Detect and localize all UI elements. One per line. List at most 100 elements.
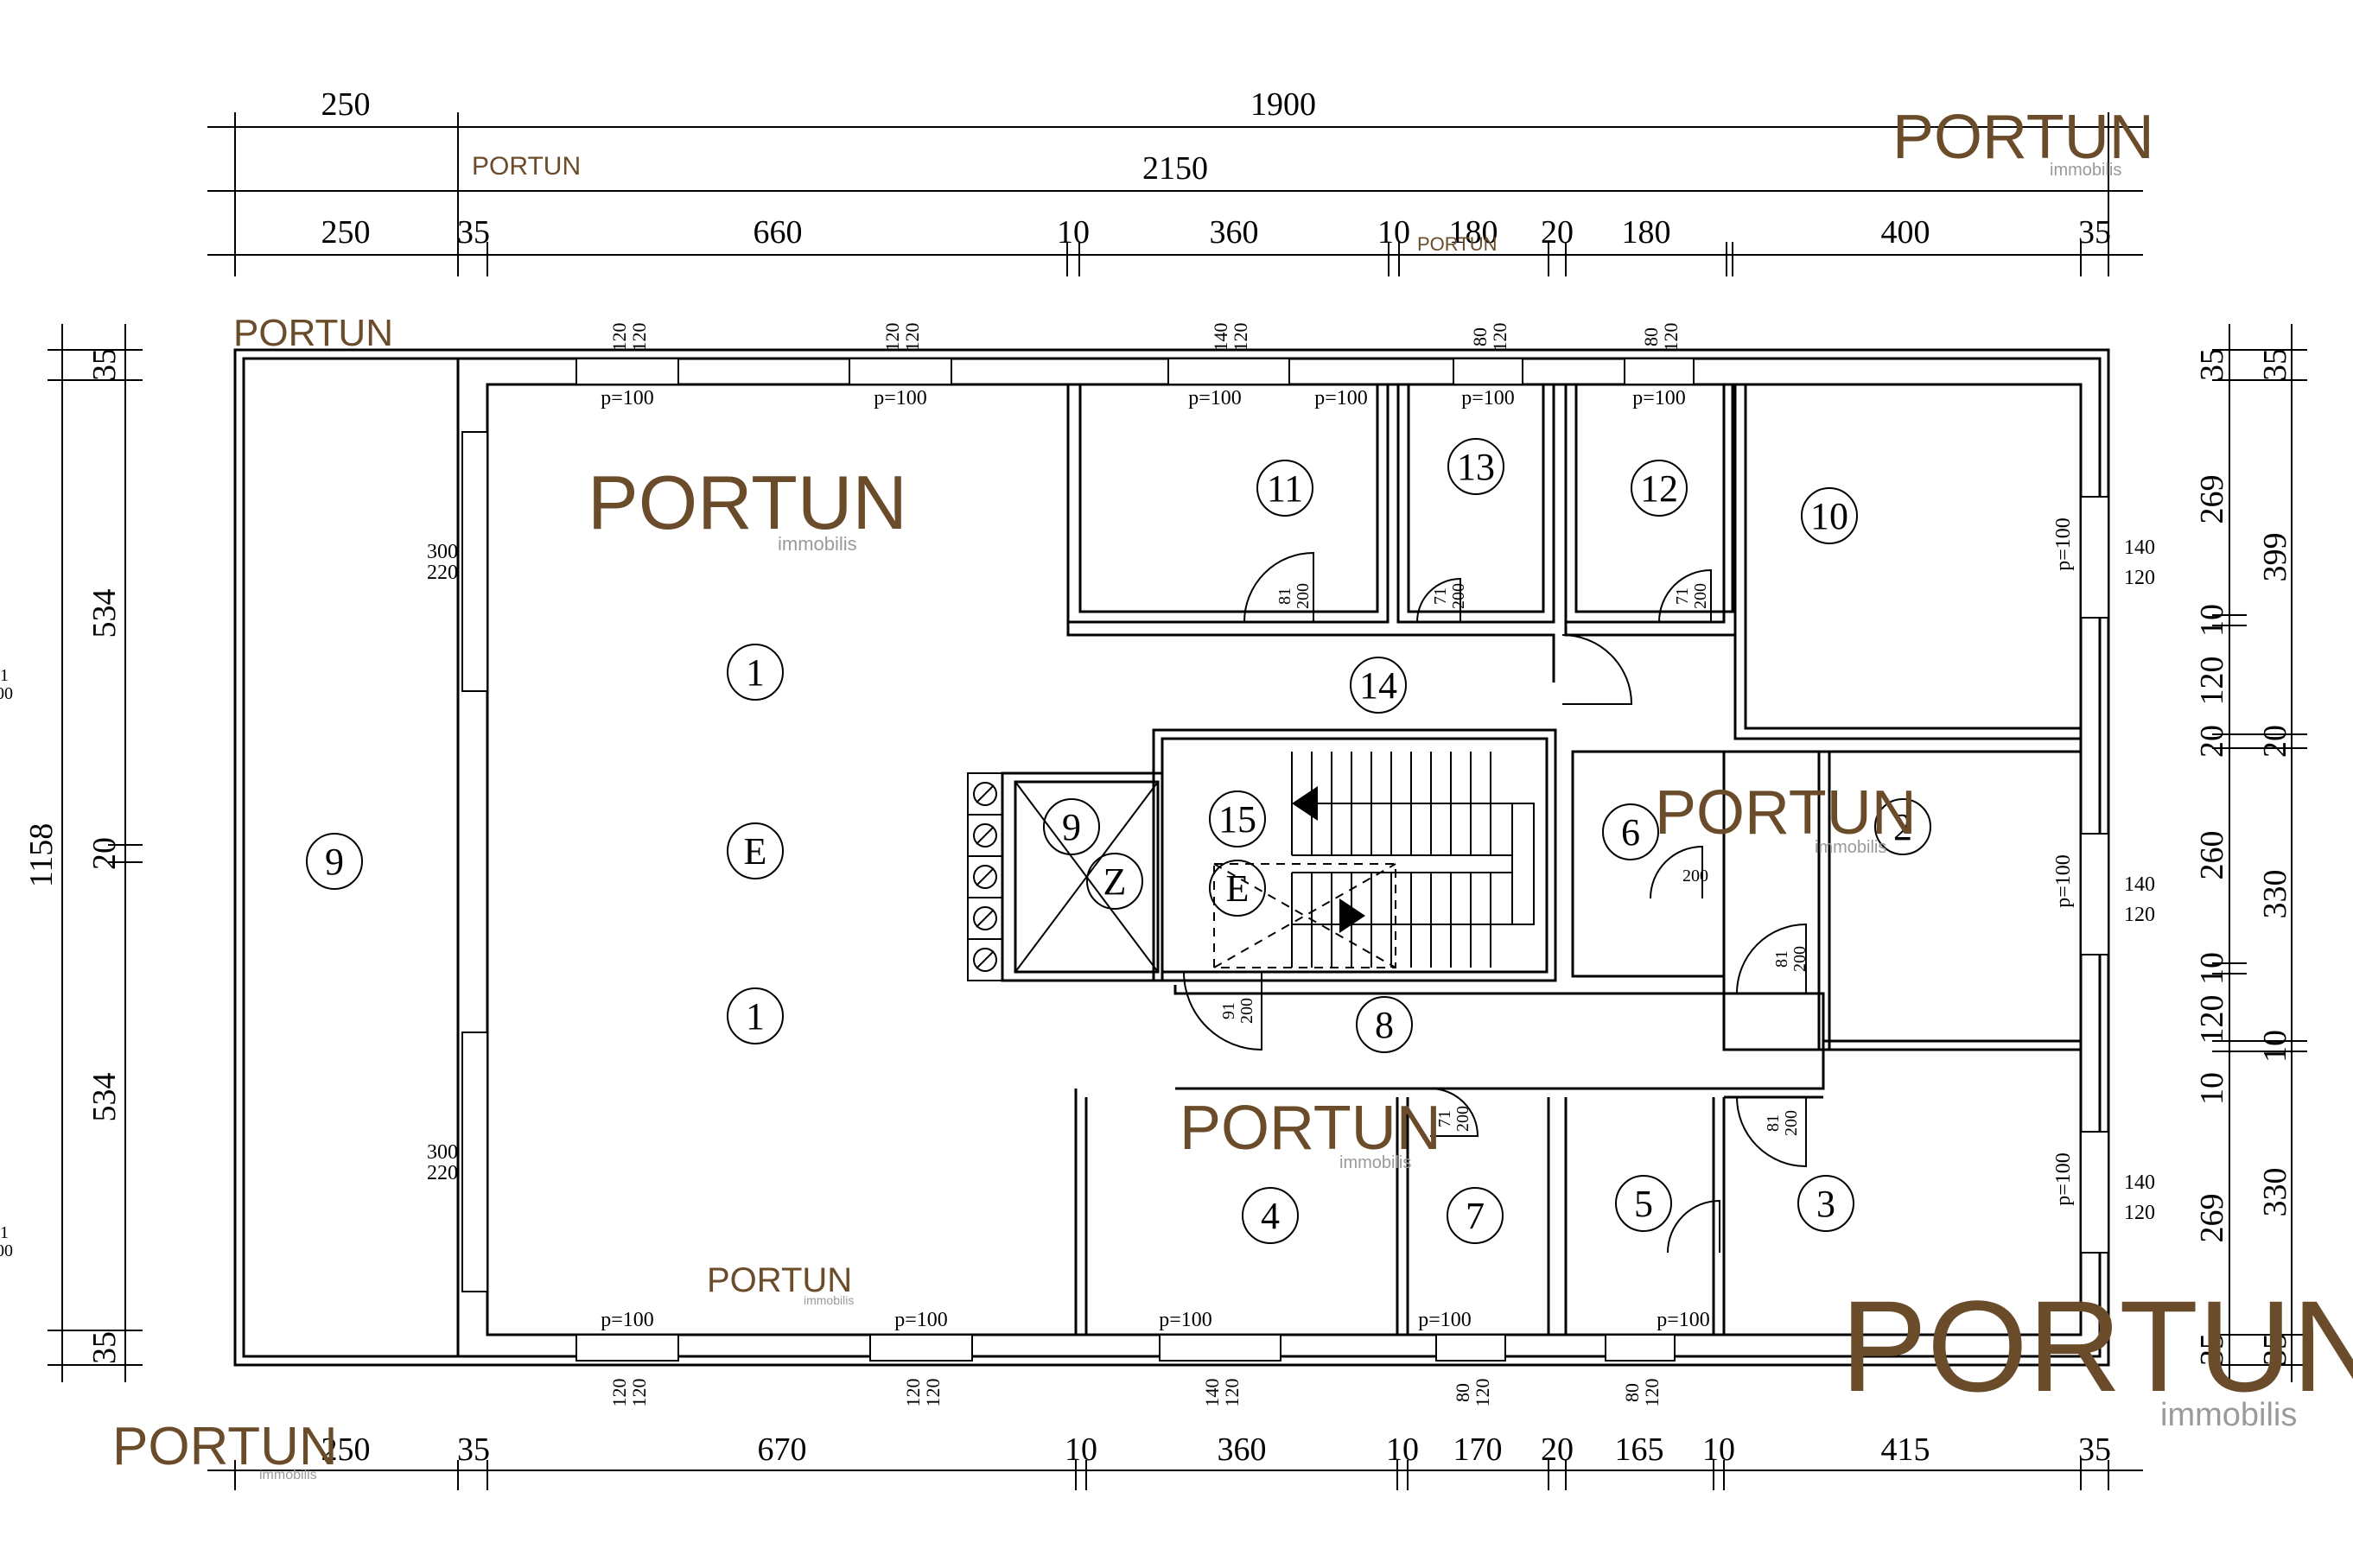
- dim-top3-360: 360: [1210, 214, 1259, 251]
- win-left-2b: 220: [427, 1162, 458, 1184]
- win-top-5: 80120: [1640, 323, 1682, 352]
- watermark-small-1: PORTUN: [472, 152, 581, 181]
- room-label-10: 10: [1810, 495, 1848, 537]
- dim-right-outer-35a: 35: [2257, 348, 2293, 381]
- dim-left-35b: 35: [86, 1331, 123, 1364]
- win-bot-3: 140120: [1201, 1379, 1243, 1407]
- door-swings: [1183, 551, 1807, 1254]
- win-right-1a: 140: [2124, 536, 2155, 559]
- sill-top-5: p=100: [1461, 387, 1515, 409]
- dim-top3-400: 400: [1881, 214, 1930, 251]
- dim-bot-165: 165: [1615, 1432, 1664, 1468]
- room-label-9-elevator: 9: [1062, 806, 1081, 848]
- room-label-13: 13: [1457, 446, 1495, 488]
- room-label-14: 14: [1359, 664, 1397, 707]
- dim-bot-10b: 10: [1386, 1432, 1419, 1468]
- dim-right-outer-330b: 330: [2257, 1168, 2293, 1217]
- dim-top3-20: 20: [1541, 214, 1574, 251]
- watermark-lower-left: PORTUN: [707, 1261, 852, 1299]
- win-right-2b: 120: [2124, 904, 2155, 926]
- room-label-2: 2: [1893, 806, 1912, 848]
- dim-bot-250: 250: [321, 1432, 371, 1468]
- dim-right-outer-399: 399: [2257, 533, 2293, 582]
- sill-bot-3: p=100: [1159, 1309, 1212, 1331]
- room-label-12: 12: [1640, 467, 1678, 510]
- room-label-15: 15: [1218, 798, 1256, 841]
- sill-right-2: p=100: [2052, 854, 2075, 908]
- sill-top-1: p=100: [601, 387, 654, 409]
- win-left-1a: 300: [427, 541, 458, 563]
- door-labels: 81200 71200 71200 81200 200 81200 91200 …: [0, 583, 1809, 1260]
- room-label-11: 11: [1267, 467, 1303, 510]
- watermark-big-upper-sub: immobilis: [778, 533, 857, 555]
- door-7: 71200: [1435, 1106, 1472, 1132]
- dim-right-20: 20: [2194, 725, 2230, 758]
- dim-right-260: 260: [2194, 831, 2230, 880]
- win-top-1: 120120: [608, 323, 650, 352]
- room-label-1-upper: 1: [746, 651, 765, 694]
- room-label-e-main: E: [744, 830, 767, 873]
- watermark-big-upper: PORTUN: [588, 460, 907, 545]
- dim-top3-660: 660: [754, 214, 803, 251]
- door-5: 71200: [0, 1223, 13, 1260]
- dim-bot-35: 35: [457, 1432, 490, 1468]
- ventilation-shafts: [967, 772, 1003, 981]
- sill-top-3: p=100: [1188, 387, 1242, 409]
- door-6: 200: [1682, 867, 1708, 886]
- win-bot-1: 120120: [608, 1379, 650, 1407]
- dim-left-1158: 1158: [23, 823, 60, 888]
- dim-bot-415: 415: [1881, 1432, 1930, 1468]
- dim-right-120b: 120: [2194, 995, 2230, 1044]
- door-2: 81200: [1772, 946, 1809, 972]
- dim-bot-360: 360: [1218, 1432, 1267, 1468]
- door-3: 81200: [1764, 1110, 1801, 1136]
- sill-right-1: p=100: [2052, 517, 2075, 571]
- win-right-1b: 120: [2124, 567, 2155, 589]
- room-label-e-stair: E: [1226, 867, 1250, 910]
- dim-bot-670: 670: [758, 1432, 807, 1468]
- room-label-9-terrace: 9: [325, 841, 344, 883]
- room-label-7: 7: [1466, 1195, 1485, 1237]
- room-label-1-lower: 1: [746, 995, 765, 1038]
- room-label-8: 8: [1375, 1004, 1394, 1046]
- dim-right-269a: 269: [2194, 475, 2230, 524]
- dim-right-35a: 35: [2194, 348, 2230, 381]
- watermark-lower-left-sub: immobilis: [804, 1293, 854, 1307]
- dim-left-534b: 534: [86, 1073, 123, 1122]
- sill-top-6: p=100: [1632, 387, 1686, 409]
- dim-top2-2150: 2150: [1142, 150, 1208, 187]
- dim-right-269b: 269: [2194, 1194, 2230, 1243]
- dim-right-outer-330a: 330: [2257, 870, 2293, 919]
- dim-top1-1900: 1900: [1250, 86, 1316, 123]
- win-right-3b: 120: [2124, 1202, 2155, 1224]
- sill-bot-1: p=100: [601, 1309, 654, 1331]
- dim-right-outer-10: 10: [2257, 1030, 2293, 1063]
- win-bot-4: 80120: [1452, 1379, 1493, 1407]
- dim-right-10c: 10: [2194, 1072, 2230, 1105]
- dim-right-10a: 10: [2194, 604, 2230, 637]
- dim-top3-35b: 35: [2078, 214, 2111, 251]
- dim-right-10b: 10: [2194, 952, 2230, 985]
- win-top-2: 120120: [881, 323, 923, 352]
- dim-bot-20: 20: [1541, 1432, 1574, 1468]
- dim-top3-10a: 10: [1057, 214, 1090, 251]
- watermark-mid-lower: PORTUN: [1180, 1094, 1441, 1163]
- watermark-bottom-right-sub: immobilis: [2160, 1397, 2297, 1433]
- dimension-lines: [48, 112, 2307, 1490]
- win-left-1b: 220: [427, 562, 458, 584]
- door-14: 81200: [0, 666, 13, 703]
- sill-right-3: p=100: [2052, 1152, 2075, 1206]
- win-right-2a: 140: [2124, 873, 2155, 896]
- room-label-z: Z: [1103, 860, 1127, 903]
- sill-top-4: p=100: [1314, 387, 1368, 409]
- dim-right-120a: 120: [2194, 657, 2230, 706]
- watermark-mid-right-sub: immobilis: [1815, 838, 1886, 857]
- room-label-5: 5: [1634, 1183, 1653, 1225]
- watermark-mid-right: PORTUN: [1655, 778, 1917, 847]
- dim-top3-250: 250: [321, 214, 371, 251]
- win-bot-5: 80120: [1621, 1379, 1663, 1407]
- watermark-left-top: PORTUN: [233, 312, 393, 354]
- win-right-3a: 140: [2124, 1171, 2155, 1194]
- dim-left-20: 20: [86, 837, 123, 870]
- dim-bot-10a: 10: [1065, 1432, 1097, 1468]
